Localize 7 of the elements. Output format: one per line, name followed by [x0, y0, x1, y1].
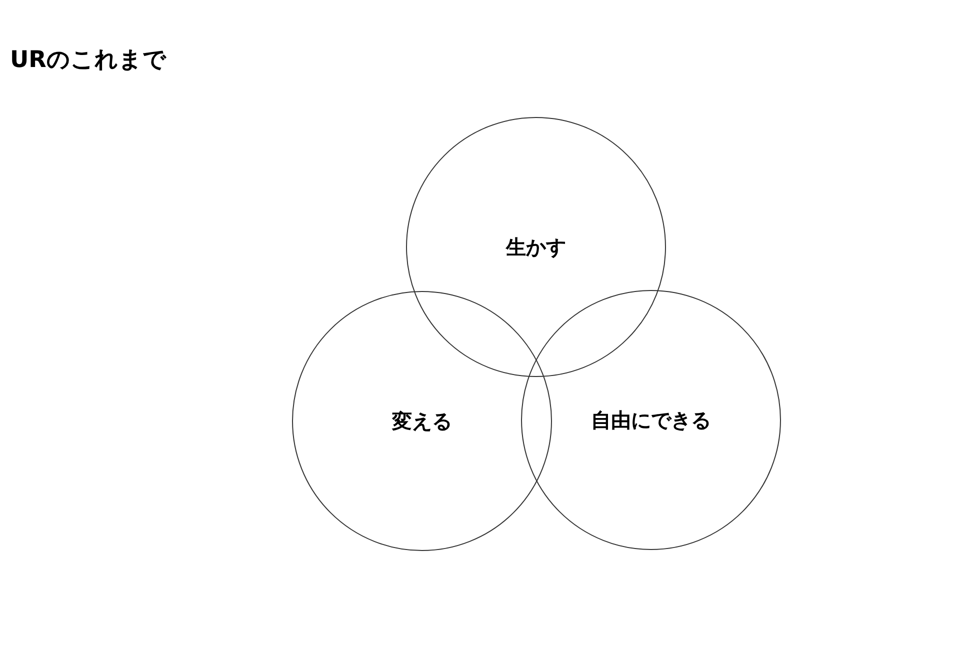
venn-circle [292, 291, 552, 551]
venn-circle [521, 290, 781, 550]
circle-label: 変える [392, 408, 452, 434]
circle-label: 生かす [506, 234, 566, 260]
circle-label: 自由にできる [591, 406, 711, 434]
venn-circle [406, 117, 666, 377]
page-title: URのこれまで [10, 46, 166, 75]
